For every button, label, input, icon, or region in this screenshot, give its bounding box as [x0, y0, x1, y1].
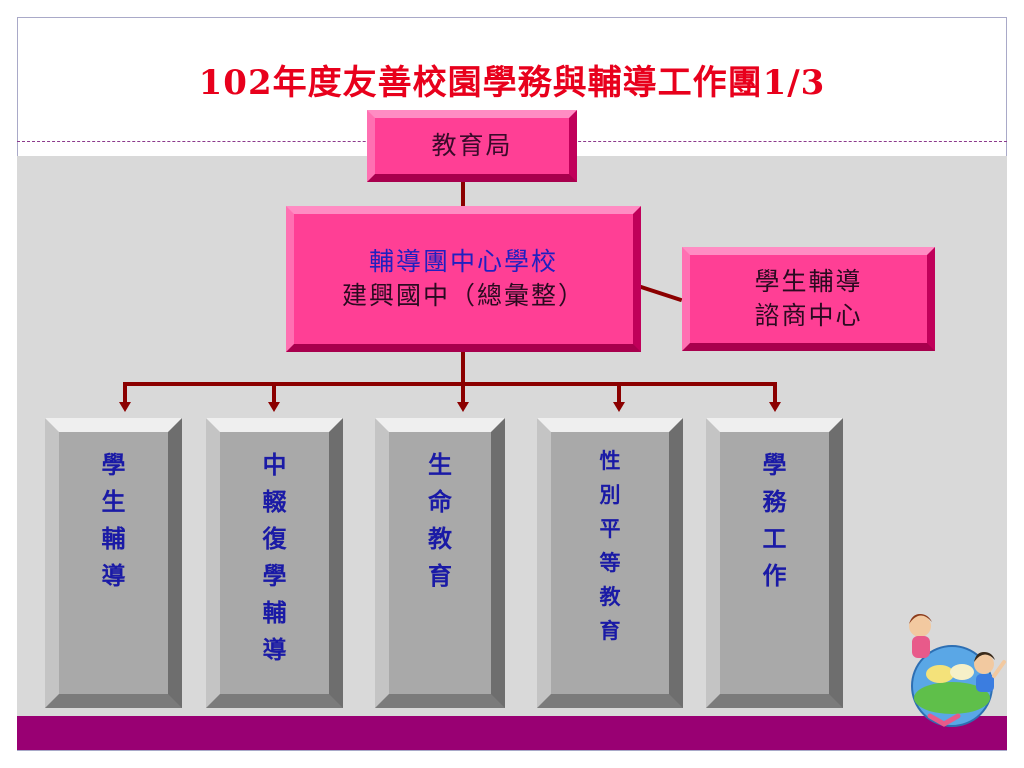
branch-2-char: 輔	[262, 598, 287, 627]
branch-1-text: 學 生 輔 導	[59, 446, 168, 594]
node-center-school: 輔導團中心學校 建興國中（總彙整）	[286, 206, 641, 352]
branch-4-char: 性	[599, 448, 621, 473]
branch-life-education: 生 命 教 育	[375, 418, 505, 708]
connector-branch-3	[461, 382, 465, 404]
connector-branch-4	[617, 382, 621, 404]
connector-branch-1	[123, 382, 127, 404]
branch-4-char: 教	[599, 584, 621, 609]
connector-center-down	[461, 352, 465, 384]
branch-5-char: 工	[762, 524, 787, 553]
branch-1-char: 輔	[101, 524, 126, 553]
slide-title: 102年度友善校園學務與輔導工作團1/3	[198, 63, 826, 103]
arrow-branch-2	[268, 402, 280, 412]
branch-3-char: 命	[428, 487, 452, 516]
branch-5-text: 學 務 工 作	[720, 446, 829, 594]
branch-2-char: 復	[262, 524, 287, 553]
branch-3-char: 教	[428, 524, 452, 553]
branch-student-affairs: 學 務 工 作	[706, 418, 843, 708]
branch-2-char: 中	[262, 450, 287, 479]
branch-gender-equality: 性 別 平 等 教 育	[537, 418, 683, 708]
node-education-bureau-label: 教育局	[431, 131, 513, 160]
branch-2-text: 中 輟 復 學 輔 導	[220, 446, 329, 668]
branch-5-char: 務	[762, 487, 787, 516]
branch-1-char: 學	[101, 450, 126, 479]
arrow-branch-4	[613, 402, 625, 412]
node-center-school-line2: 建興國中（總彙整）	[341, 281, 585, 310]
branch-dropout-return: 中 輟 復 學 輔 導	[206, 418, 343, 708]
branch-student-counseling: 學 生 輔 導	[45, 418, 182, 708]
branch-3-char: 育	[428, 561, 452, 590]
connector-horizontal	[123, 382, 777, 386]
branch-4-text: 性 別 平 等 教 育	[551, 444, 669, 648]
branch-2-char: 輟	[262, 487, 287, 516]
arrow-branch-1	[119, 402, 131, 412]
branch-2-char: 導	[262, 635, 287, 664]
branch-4-char: 平	[599, 516, 621, 541]
arrow-branch-5	[769, 402, 781, 412]
node-education-bureau: 教育局	[367, 110, 577, 182]
branch-1-char: 導	[101, 561, 126, 590]
branch-2-char: 學	[262, 561, 287, 590]
branch-3-text: 生 命 教 育	[389, 446, 491, 594]
connector-branch-5	[773, 382, 777, 404]
branch-4-char: 育	[599, 618, 621, 643]
branch-4-char: 等	[599, 550, 621, 575]
branch-5-char: 學	[762, 450, 787, 479]
bottom-bar	[17, 716, 1007, 750]
connector-top-center	[461, 176, 465, 208]
node-counseling-center-line1: 學生輔導	[754, 267, 863, 296]
branch-3-char: 生	[428, 450, 452, 479]
branch-1-char: 生	[101, 487, 126, 516]
arrow-branch-3	[457, 402, 469, 412]
children-globe-illustration	[909, 614, 1006, 727]
connector-branch-2	[272, 382, 276, 404]
node-counseling-center-line2: 諮商中心	[754, 301, 863, 330]
branch-5-char: 作	[762, 561, 787, 590]
node-center-school-line1: 輔導團中心學校	[368, 247, 558, 276]
node-counseling-center: 學生輔導 諮商中心	[682, 247, 935, 351]
branch-4-char: 別	[599, 482, 621, 507]
